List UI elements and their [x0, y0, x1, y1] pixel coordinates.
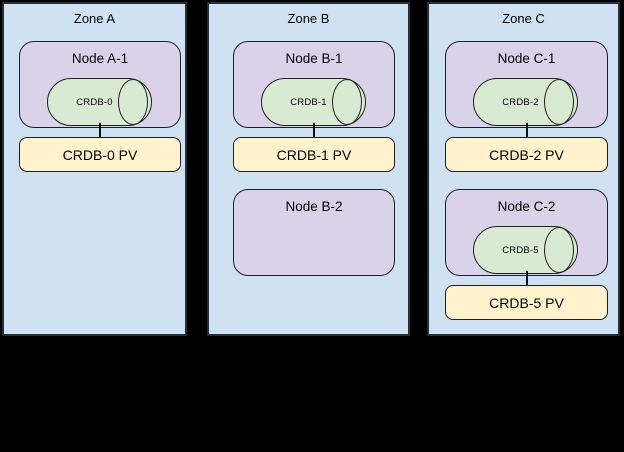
pod-label: CRDB-5 [502, 244, 539, 256]
node-c-1: Node C-1 CRDB-2 [445, 41, 608, 128]
node-label: Node A-1 [71, 51, 129, 66]
cylinder-end-cap [118, 79, 148, 125]
pod-crdb-0-cylinder: CRDB-0 [47, 78, 152, 126]
pv-label: CRDB-0 PV [62, 146, 138, 163]
pod-crdb-1-cylinder: CRDB-1 [261, 78, 366, 126]
zone-label: Zone C [502, 11, 545, 26]
pv-crdb-5: CRDB-5 PV [445, 285, 608, 320]
node-label: Node B-1 [285, 51, 343, 66]
pv-label: CRDB-5 PV [489, 294, 564, 311]
cylinder-end-cap [332, 79, 362, 125]
zone-a: Zone A Node A-1 CRDB-0 CRDB-0 PV [2, 2, 187, 336]
node-c-2: Node C-2 CRDB-5 [445, 189, 608, 276]
cylinder-end-cap [544, 79, 574, 125]
pod-pv-connector-line [526, 271, 528, 285]
node-a-1: Node A-1 CRDB-0 [19, 41, 181, 128]
cylinder-end-cap [544, 227, 574, 273]
node-b-1: Node B-1 CRDB-1 [233, 41, 395, 128]
pod-crdb-5-cylinder: CRDB-5 [473, 226, 578, 274]
pod-pv-connector-line [313, 123, 315, 137]
pv-crdb-1: CRDB-1 PV [233, 137, 395, 172]
node-label: Node C-1 [497, 51, 556, 66]
pv-crdb-0: CRDB-0 PV [19, 137, 181, 172]
node-label: Node B-2 [285, 199, 343, 214]
zone-c: Zone C Node C-1 CRDB-2 CRDB-2 PV Node C-… [427, 2, 620, 336]
zone-b: Zone B Node B-1 CRDB-1 CRDB-1 PV Node B-… [207, 2, 410, 336]
zone-label: Zone B [287, 11, 330, 26]
pv-label: CRDB-1 PV [276, 146, 352, 163]
node-label: Node C-2 [497, 199, 556, 214]
pod-label: CRDB-0 [76, 96, 113, 108]
pod-crdb-2-cylinder: CRDB-2 [473, 78, 578, 126]
pod-label: CRDB-1 [290, 96, 327, 108]
zone-label: Zone A [73, 11, 116, 26]
pod-pv-connector-line [99, 123, 101, 137]
pv-crdb-2: CRDB-2 PV [445, 137, 608, 172]
node-b-2: Node B-2 [233, 189, 395, 276]
pod-label: CRDB-2 [502, 96, 539, 108]
pod-pv-connector-line [526, 123, 528, 137]
pv-label: CRDB-2 PV [489, 146, 564, 163]
